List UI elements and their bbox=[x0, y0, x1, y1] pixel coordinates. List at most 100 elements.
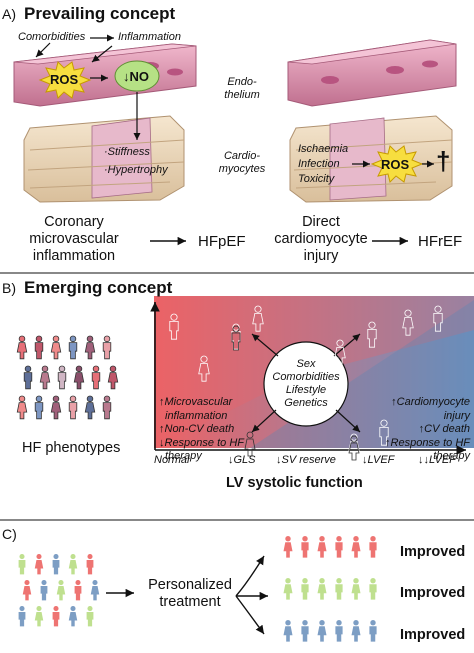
section-a-letter: A) bbox=[2, 6, 16, 22]
person-icon bbox=[102, 335, 112, 360]
person-icon bbox=[84, 335, 96, 360]
dagger-icon: † bbox=[436, 146, 451, 176]
person-icon bbox=[283, 620, 293, 642]
person-icon bbox=[56, 580, 66, 601]
people-group-b bbox=[16, 335, 119, 420]
x-tick-gls: ↓GLS bbox=[228, 454, 256, 466]
person-icon bbox=[351, 620, 361, 642]
hfref-label: HFrEF bbox=[418, 233, 463, 250]
person-icon bbox=[231, 325, 241, 351]
person-icon bbox=[335, 620, 343, 642]
person-icon bbox=[68, 335, 78, 360]
improved-label-3: Improved bbox=[400, 627, 466, 643]
person-icon bbox=[301, 578, 309, 600]
ros-label-right: ROS bbox=[381, 157, 410, 172]
person-icon bbox=[402, 309, 414, 336]
x-tick-sv-reserve: ↓SV reserve bbox=[276, 454, 336, 466]
hfref-features: ↑Cardiomyocyte injury ↑CV death ↑Respons… bbox=[385, 396, 470, 462]
person-icon bbox=[39, 365, 51, 390]
comorbidities-label: Comorbidities bbox=[18, 31, 86, 43]
person-icon bbox=[283, 536, 293, 558]
person-icon bbox=[16, 395, 28, 420]
person-icon bbox=[369, 536, 377, 558]
person-icon bbox=[334, 339, 346, 366]
person-icon bbox=[18, 554, 26, 575]
endothelium-right bbox=[287, 39, 457, 107]
person-icon bbox=[34, 395, 44, 420]
person-icon bbox=[40, 580, 48, 601]
endothelium-label: Endo-thelium bbox=[224, 76, 260, 101]
ros-burst-right bbox=[370, 145, 424, 183]
person-icon bbox=[317, 620, 327, 642]
person-icon bbox=[351, 536, 361, 558]
person-icon bbox=[23, 365, 33, 390]
person-icon bbox=[107, 365, 119, 390]
hfpef-label: HFpEF bbox=[198, 233, 246, 250]
person-icon bbox=[369, 578, 377, 600]
hypertrophy-label: ·Hypertrophy bbox=[104, 164, 168, 176]
no-label: ↓NO bbox=[123, 69, 149, 84]
person-icon bbox=[57, 365, 67, 390]
person-icon bbox=[52, 606, 60, 627]
no-bubble bbox=[114, 60, 160, 92]
section-a-title: Prevailing concept bbox=[24, 4, 176, 23]
x-tick-lvef: ↓LVEF bbox=[362, 454, 395, 466]
x-tick-lvef2: ↓↓LVEF bbox=[418, 454, 456, 466]
x-tick-normal: Normal bbox=[154, 454, 190, 466]
section-c-letter: C) bbox=[2, 526, 17, 542]
person-icon bbox=[351, 578, 361, 600]
person-icon bbox=[68, 554, 78, 575]
person-icon bbox=[74, 580, 82, 601]
people-spectrum bbox=[169, 305, 443, 461]
person-icon bbox=[335, 578, 343, 600]
improved-label-2: Improved bbox=[400, 585, 466, 601]
person-icon bbox=[244, 431, 256, 457]
person-icon bbox=[379, 419, 389, 446]
inflammation-label: Inflammation bbox=[118, 31, 181, 43]
person-icon bbox=[18, 606, 26, 627]
endothelium-left bbox=[13, 43, 197, 107]
person-icon bbox=[22, 580, 32, 601]
improved-label-1: Improved bbox=[400, 544, 466, 560]
person-icon bbox=[317, 536, 327, 558]
person-icon bbox=[16, 335, 28, 360]
person-icon bbox=[367, 321, 377, 348]
factors-circle bbox=[263, 341, 349, 427]
person-icon bbox=[84, 395, 96, 420]
section-b-title: Emerging concept bbox=[24, 278, 173, 297]
person-icon bbox=[252, 305, 264, 332]
people-group-c bbox=[18, 554, 100, 627]
person-icon bbox=[317, 578, 327, 600]
person-icon bbox=[90, 580, 100, 601]
person-icon bbox=[50, 395, 62, 420]
cardiomyocytes-left bbox=[23, 115, 185, 203]
person-icon bbox=[369, 620, 377, 642]
person-icon bbox=[283, 578, 293, 600]
hf-phenotypes-label: HF phenotypes bbox=[22, 440, 121, 456]
person-icon bbox=[301, 620, 309, 642]
person-icon bbox=[169, 313, 179, 340]
person-icon bbox=[86, 606, 94, 627]
person-icon bbox=[52, 554, 60, 575]
ros-burst-left bbox=[38, 61, 92, 99]
person-icon bbox=[335, 536, 343, 558]
person-icon bbox=[50, 335, 62, 360]
section-b-letter: B) bbox=[2, 280, 16, 296]
cardiomyocytes-label: Cardio-myocytes bbox=[218, 150, 266, 175]
person-icon bbox=[86, 554, 94, 575]
person-icon bbox=[301, 536, 309, 558]
person-icon bbox=[34, 606, 44, 627]
hfpef-features: ↑Microvascular inflammation ↑Non-CV deat… bbox=[159, 396, 244, 462]
x-axis-title: LV systolic function bbox=[226, 475, 363, 491]
person-icon bbox=[102, 395, 112, 420]
person-icon bbox=[91, 365, 101, 390]
person-icon bbox=[68, 606, 78, 627]
person-icon bbox=[348, 435, 360, 461]
